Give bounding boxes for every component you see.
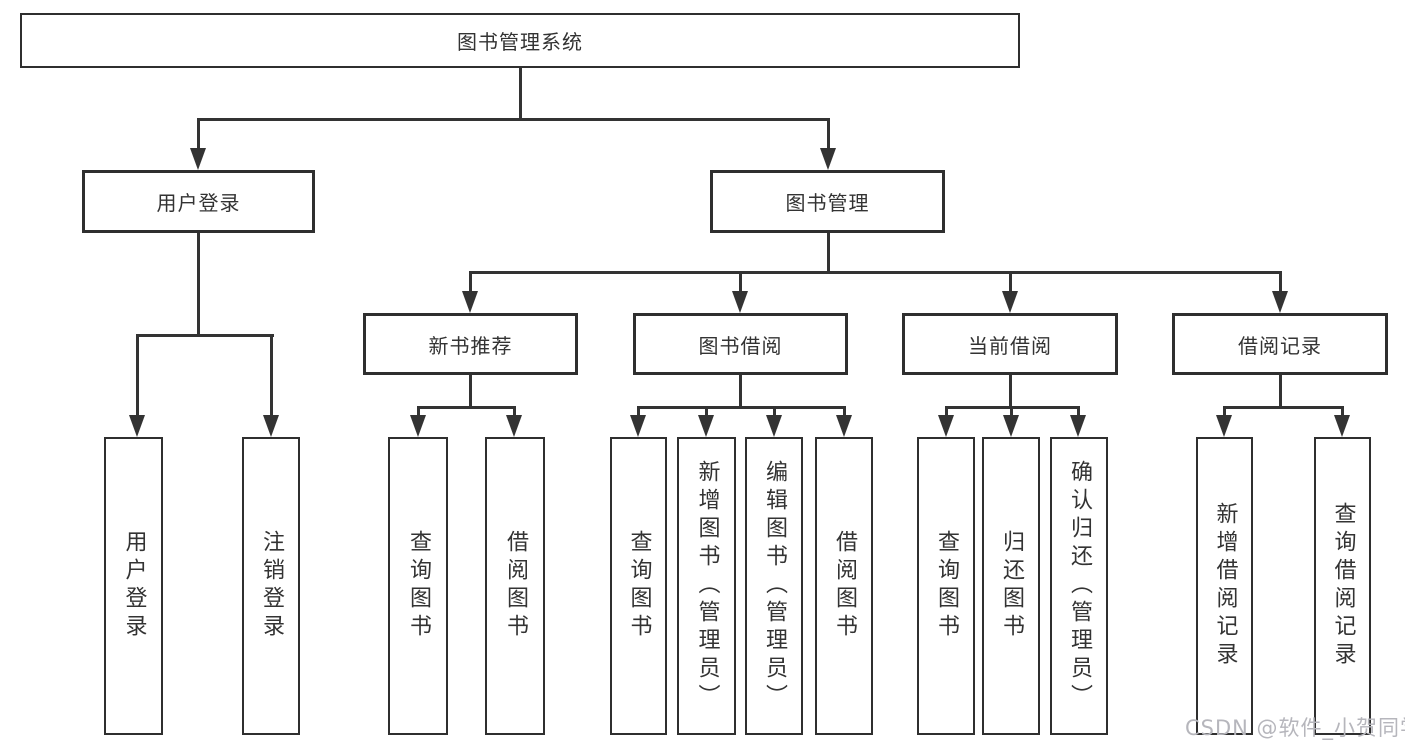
connector-arrowhead: [462, 291, 478, 313]
leaf-query-books-recommend-label: 查询图书: [406, 530, 431, 642]
connector-root-stem: [519, 68, 522, 120]
connector-arrow-line: [270, 334, 273, 419]
connector-arrowhead: [630, 415, 646, 437]
leaf-query-books-current: 查询图书: [917, 437, 975, 735]
leaf-borrow-books: 借阅图书: [815, 437, 873, 735]
leaf-borrow-books-recommend-label: 借阅图书: [503, 530, 528, 642]
connector-book-borrow-branch: [637, 406, 845, 409]
leaf-query-books-borrow-label: 查询图书: [626, 530, 652, 642]
connector-arrowhead: [1070, 415, 1086, 437]
leaf-edit-book-admin: 编辑图书（管理员）: [745, 437, 803, 735]
node-new-book-recommend-label: 新书推荐: [428, 333, 513, 358]
node-book-borrow-label: 图书借阅: [698, 333, 783, 358]
leaf-confirm-return-admin-label: 确认归还（管理员）: [1067, 460, 1092, 712]
connector-arrow-line: [136, 334, 139, 419]
leaf-edit-book-admin-label: 编辑图书（管理员）: [762, 460, 787, 712]
connector-arrow-line: [1077, 406, 1080, 419]
connector-arrow-line: [1010, 406, 1013, 419]
leaf-user-login: 用户登录: [104, 437, 163, 735]
connector-arrowhead: [190, 148, 206, 170]
node-current-borrow-label: 当前借阅: [968, 333, 1052, 358]
connector-arrow-line: [827, 118, 830, 152]
connector-arrow-line: [469, 271, 472, 297]
connector-arrowhead: [732, 291, 748, 313]
connector-arrowhead: [263, 415, 279, 437]
connector-arrowhead: [1003, 415, 1019, 437]
connector-borrow-records-branch: [1223, 406, 1343, 409]
leaf-query-borrow-record-label: 查询借阅记录: [1330, 502, 1356, 670]
connector-arrowhead: [129, 415, 145, 437]
node-new-book-recommend: 新书推荐: [363, 313, 578, 375]
connector-arrowhead: [1002, 291, 1018, 313]
leaf-query-books-recommend: 查询图书: [388, 437, 448, 735]
connector-user-login-branch: [136, 334, 274, 337]
connector-book-management-stem: [827, 233, 830, 274]
node-current-borrow: 当前借阅: [902, 313, 1118, 375]
connector-arrow-line: [773, 406, 776, 419]
leaf-return-book-label: 归还图书: [999, 530, 1024, 642]
connector-new-book-stem: [469, 375, 472, 409]
connector-borrow-records-stem: [1279, 375, 1282, 409]
connector-arrow-line: [705, 406, 708, 419]
node-user-login-label: 用户登录: [156, 191, 241, 215]
leaf-query-books-borrow: 查询图书: [610, 437, 667, 735]
leaf-logout-label: 注销登录: [259, 530, 284, 642]
connector-arrowhead: [698, 415, 714, 437]
connector-arrow-line: [843, 406, 846, 419]
node-borrow-records-label: 借阅记录: [1238, 333, 1322, 358]
leaf-add-book-admin-label: 新增图书（管理员）: [694, 460, 720, 712]
connector-arrow-line: [1279, 271, 1282, 297]
leaf-add-borrow-record-label: 新增借阅记录: [1212, 502, 1238, 670]
connector-arrow-line: [739, 271, 742, 297]
connector-arrowhead: [1334, 415, 1350, 437]
node-borrow-records: 借阅记录: [1172, 313, 1388, 375]
leaf-borrow-books-label: 借阅图书: [832, 530, 857, 642]
connector-arrow-line: [197, 118, 200, 152]
node-book-management: 图书管理: [710, 170, 945, 233]
connector-arrowhead: [506, 415, 522, 437]
leaf-add-borrow-record: 新增借阅记录: [1196, 437, 1253, 735]
connector-root-branch: [197, 118, 830, 121]
node-library-management-system: 图书管理系统: [20, 13, 1020, 68]
connector-arrowhead: [836, 415, 852, 437]
leaf-confirm-return-admin: 确认归还（管理员）: [1050, 437, 1108, 735]
leaf-query-borrow-record: 查询借阅记录: [1314, 437, 1371, 735]
leaf-query-books-current-label: 查询图书: [934, 530, 959, 642]
leaf-add-book-admin: 新增图书（管理员）: [677, 437, 736, 735]
leaf-return-book: 归还图书: [982, 437, 1040, 735]
connector-arrow-line: [1341, 406, 1344, 419]
connector-arrow-line: [1223, 406, 1226, 419]
node-library-management-system-label: 图书管理系统: [457, 30, 583, 54]
connector-user-login-stem: [197, 233, 200, 337]
node-book-management-label: 图书管理: [785, 191, 870, 215]
connector-arrowhead: [766, 415, 782, 437]
connector-arrowhead: [938, 415, 954, 437]
connector-book-management-branch: [469, 271, 1282, 274]
connector-book-borrow-stem: [739, 375, 742, 409]
node-user-login: 用户登录: [82, 170, 315, 233]
connector-arrowhead: [820, 148, 836, 170]
csdn-watermark: CSDN @软件_小贺同学: [1185, 716, 1405, 740]
node-book-borrow: 图书借阅: [633, 313, 848, 375]
connector-arrow-line: [417, 406, 420, 419]
connector-arrow-line: [637, 406, 640, 419]
connector-arrowhead: [1216, 415, 1232, 437]
connector-arrowhead: [1272, 291, 1288, 313]
leaf-logout: 注销登录: [242, 437, 300, 735]
leaf-user-login-label: 用户登录: [121, 530, 147, 642]
connector-arrow-line: [513, 406, 516, 419]
connector-new-book-branch: [417, 406, 516, 409]
leaf-borrow-books-recommend: 借阅图书: [485, 437, 545, 735]
connector-arrow-line: [1009, 271, 1012, 297]
connector-arrow-line: [945, 406, 948, 419]
connector-current-borrow-stem: [1009, 375, 1012, 409]
connector-arrowhead: [410, 415, 426, 437]
